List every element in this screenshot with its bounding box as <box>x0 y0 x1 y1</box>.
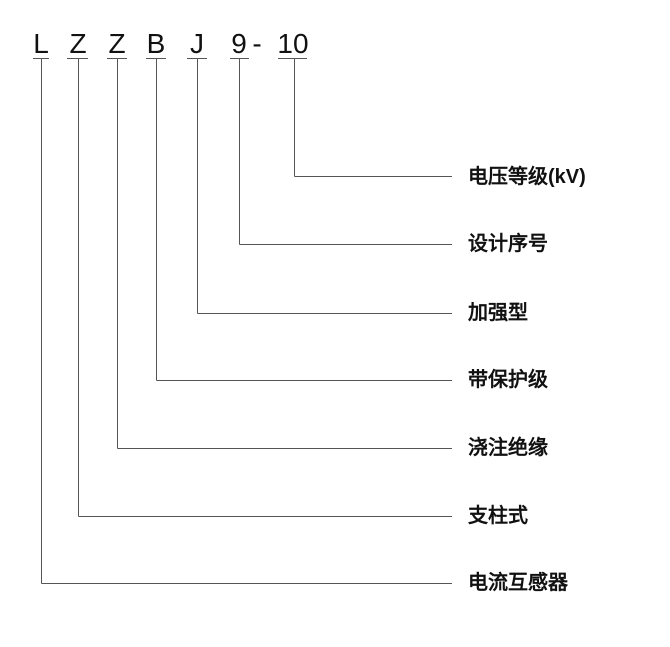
label-current-transformer: 电流互感器 <box>468 572 568 594</box>
code-char-Z2: Z <box>108 28 126 59</box>
code-char-B: B <box>146 28 166 59</box>
code-char-L: L <box>33 28 49 59</box>
code-char-10: 10 <box>277 28 309 59</box>
label-protection-class: 带保护级 <box>468 369 548 391</box>
code-char-9: 9 <box>231 28 247 59</box>
code-char-J: J <box>190 28 204 59</box>
code-char-Z1: Z <box>69 28 87 59</box>
label-reinforced: 加强型 <box>468 302 528 324</box>
label-voltage-level: 电压等级(kV) <box>468 166 586 188</box>
label-post-type: 支柱式 <box>468 505 528 527</box>
code-separator: - <box>252 28 262 59</box>
label-cast-insulation: 浇注绝缘 <box>468 437 548 459</box>
label-design-serial: 设计序号 <box>468 233 548 255</box>
